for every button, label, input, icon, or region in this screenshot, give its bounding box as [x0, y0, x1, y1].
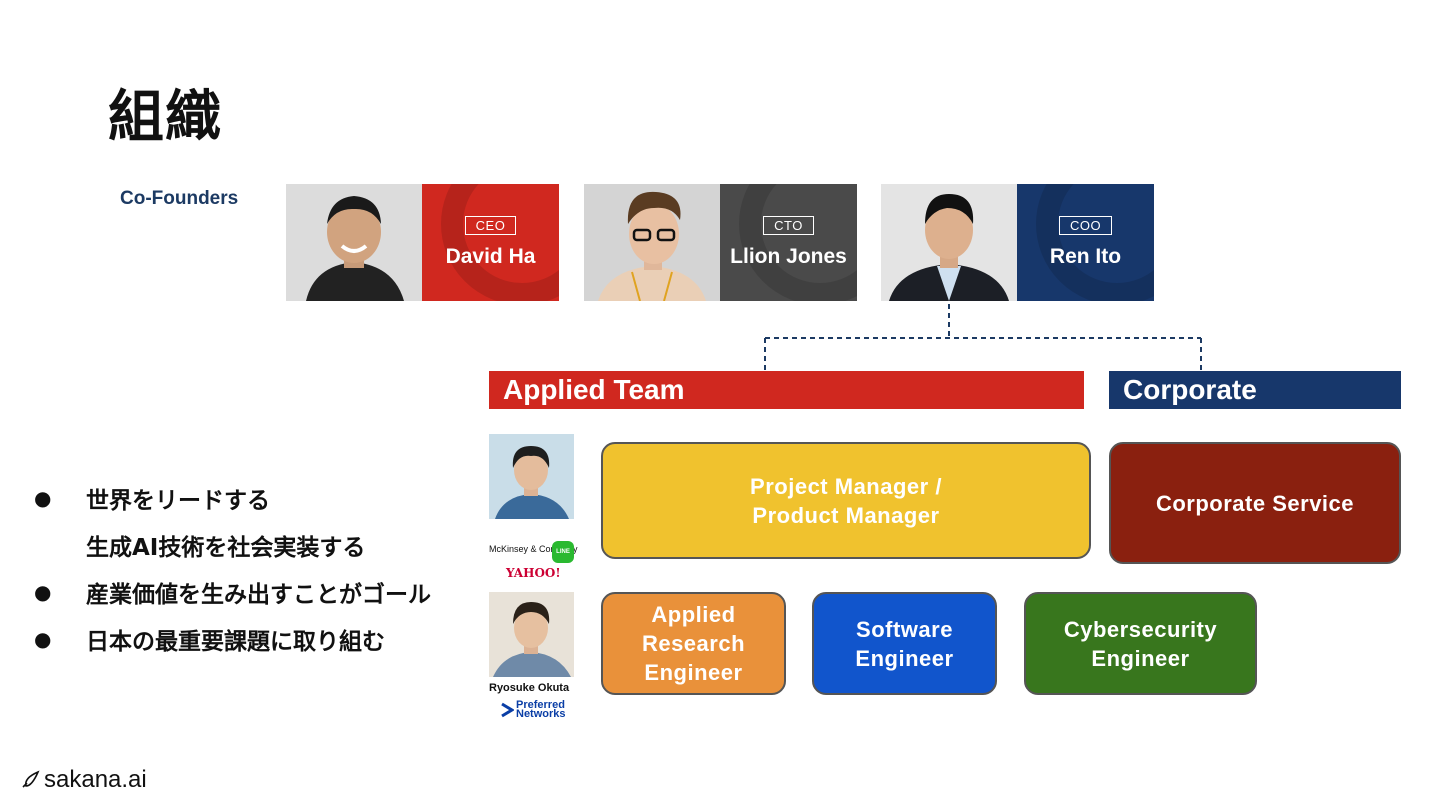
bullet-item-1-cont: 生成AI技術を社会実装する	[34, 521, 431, 568]
page-title: 組織	[108, 85, 222, 150]
cofounders-label: Co-Founders	[120, 188, 239, 209]
role-applied-research-engineer: Applied Research Engineer	[601, 592, 786, 695]
bullet-dot-1: ●	[34, 485, 52, 510]
bullet-dot-3: ●	[34, 626, 52, 651]
role-badge-coo: COO	[1058, 216, 1113, 235]
pfn-line1: Preferred	[516, 699, 565, 711]
founder-photo-cto	[584, 184, 720, 301]
founder-card-ceo: CEO David Ha	[286, 184, 559, 301]
role-cybersecurity-engineer: Cybersecurity Engineer	[1024, 592, 1257, 695]
brand-name: sakana.ai	[44, 766, 147, 793]
founder-name-coo: Ren Ito	[1049, 245, 1122, 268]
bullet-text-1b: 生成AI技術を社会実装する	[86, 534, 366, 561]
founder-photo-coo	[881, 184, 1017, 301]
founder-name-cto: Llion Jones	[730, 245, 847, 268]
role-software-engineer: Software Engineer	[812, 592, 997, 695]
founder-info-ceo: CEO David Ha	[422, 184, 559, 301]
bullet-item-3: ● 日本の最重要課題に取り組む	[34, 615, 431, 662]
founder-card-cto: CTO Llion Jones	[584, 184, 857, 301]
pfn-line2: Networks	[516, 708, 566, 720]
yahoo-logo: YAHOO!	[506, 566, 561, 580]
role-badge-ceo: CEO	[464, 216, 517, 235]
bullet-item-1: ● 世界をリードする	[34, 474, 431, 521]
founder-name-ceo: David Ha	[445, 245, 536, 268]
founder-info-cto: CTO Llion Jones	[720, 184, 857, 301]
founder-photo-ceo	[286, 184, 422, 301]
brand-logo: sakana.ai	[20, 766, 147, 794]
bullet-text-1a: 世界をリードする	[86, 487, 270, 514]
member-name-2: Ryosuke Okuta	[489, 682, 570, 694]
founder-card-coo: COO Ren Ito	[881, 184, 1154, 301]
line-logo: LINE	[552, 541, 574, 563]
bullet-list: ● 世界をリードする 生成AI技術を社会実装する ● 産業価値を生み出すことがゴ…	[34, 474, 431, 662]
applied-team-header: Applied Team	[489, 371, 1084, 409]
bullet-dot-2: ●	[34, 579, 52, 604]
role-badge-cto: CTO	[763, 216, 814, 235]
bullet-text-3: 日本の最重要課題に取り組む	[86, 628, 385, 655]
role-project-manager: Project Manager / Product Manager	[601, 442, 1091, 559]
role-corporate-service: Corporate Service	[1109, 442, 1401, 564]
pfn-logo: Preferred Networks	[500, 699, 566, 720]
mckinsey-logo: McKinsey & Company	[489, 544, 578, 554]
founder-info-coo: COO Ren Ito	[1017, 184, 1154, 301]
pfn-mark-icon	[501, 702, 514, 718]
bullet-item-2: ● 産業価値を生み出すことがゴール	[34, 568, 431, 615]
member-photo-2	[489, 592, 574, 677]
fish-icon	[22, 770, 40, 788]
member-photo-1	[489, 434, 574, 519]
corporate-team-header: Corporate	[1109, 371, 1401, 409]
bullet-text-2: 産業価値を生み出すことがゴール	[86, 581, 431, 608]
org-connector-lines	[764, 304, 1202, 370]
